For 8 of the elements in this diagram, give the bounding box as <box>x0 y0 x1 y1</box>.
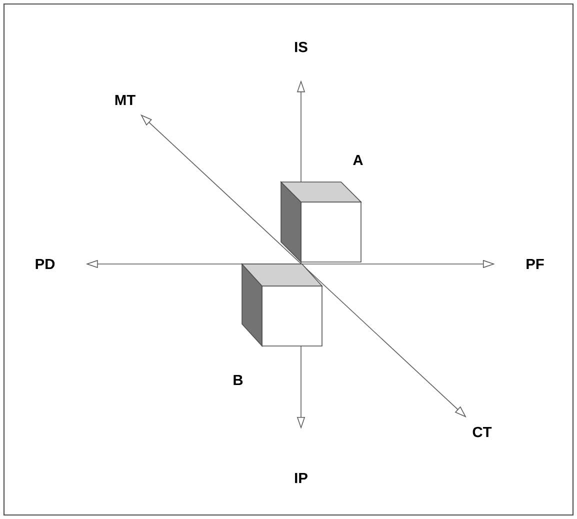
axis-label: PF <box>526 258 544 270</box>
axis-label: MT <box>115 94 136 106</box>
axis-label: PD <box>36 258 55 270</box>
axis-label: CT <box>472 426 492 438</box>
axis-label: IS <box>295 42 308 52</box>
cube-label: B <box>234 374 243 386</box>
axis-label: IP <box>295 472 308 484</box>
cube-label: A <box>353 154 363 166</box>
